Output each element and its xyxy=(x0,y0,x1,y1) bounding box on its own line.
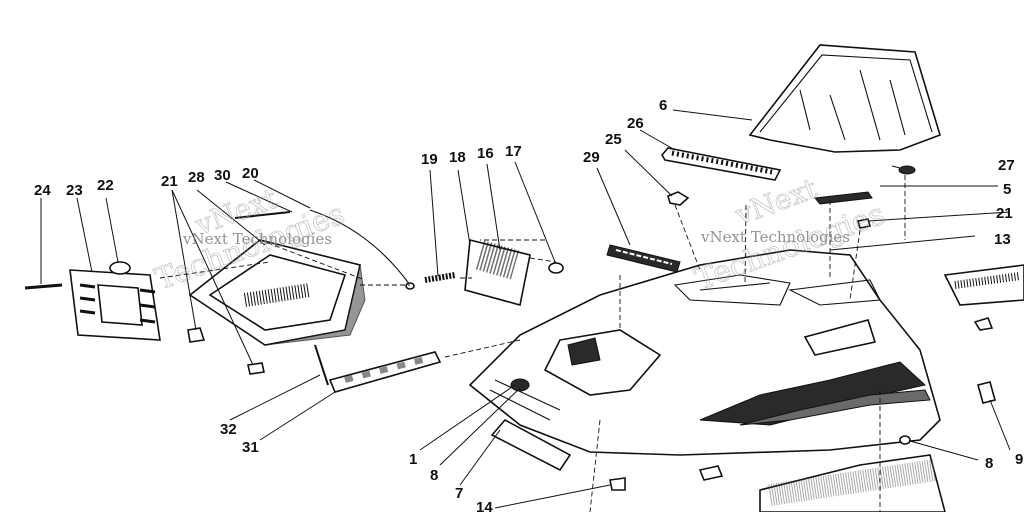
bumper-pad xyxy=(698,465,724,481)
callout-27: 27 xyxy=(998,157,1015,174)
screw xyxy=(24,283,63,290)
grille-clip xyxy=(973,317,994,331)
callout-5: 5 xyxy=(1003,181,1011,198)
clip xyxy=(667,191,690,206)
callout-8-right: 8 xyxy=(985,455,993,472)
callout-32: 32 xyxy=(220,421,237,438)
watermark-text-right: vNext Technologies xyxy=(700,228,850,246)
trim-bracket xyxy=(814,191,873,205)
callout-14: 14 xyxy=(476,499,493,512)
console-tray xyxy=(188,239,366,346)
callout-16: 16 xyxy=(477,145,494,162)
control-cable xyxy=(309,209,411,286)
callout-6: 6 xyxy=(659,97,667,114)
callout-31: 31 xyxy=(242,439,259,456)
clip-14 xyxy=(609,477,626,491)
hood xyxy=(468,249,941,456)
callout-1: 1 xyxy=(409,451,417,468)
callout-22: 22 xyxy=(97,177,114,194)
windshield-nut xyxy=(898,165,916,175)
windshield xyxy=(748,44,941,153)
callout-26: 26 xyxy=(627,115,644,132)
headlight-assembly xyxy=(69,269,161,341)
grommet xyxy=(899,435,911,445)
callout-13: 13 xyxy=(994,231,1011,248)
spring xyxy=(424,272,456,283)
cable-end xyxy=(405,282,415,290)
decal xyxy=(606,244,681,273)
lens-frame xyxy=(464,238,531,306)
callout-25: 25 xyxy=(605,131,622,148)
small-clip xyxy=(856,218,872,229)
grommet-17 xyxy=(548,262,564,274)
trim-strip xyxy=(661,147,782,181)
watermark-text-left: vNext Technologies xyxy=(182,230,332,248)
clip-21b xyxy=(247,362,265,375)
mounting-tab xyxy=(490,418,572,472)
mount-bar xyxy=(328,351,442,393)
callout-20: 20 xyxy=(242,165,259,182)
callout-17: 17 xyxy=(505,143,522,160)
leader-lines xyxy=(40,109,1011,509)
clip-21a xyxy=(187,327,206,343)
callout-30: 30 xyxy=(214,167,231,184)
callout-24: 24 xyxy=(34,182,51,199)
rod xyxy=(234,211,291,219)
hinge-bracket xyxy=(977,381,996,404)
callout-23: 23 xyxy=(66,182,83,199)
callout-28: 28 xyxy=(188,169,205,186)
callouts: 24 23 22 21 28 30 20 19 18 16 17 29 25 2… xyxy=(34,97,1023,512)
callout-7: 7 xyxy=(455,485,463,502)
callout-8-left: 8 xyxy=(430,467,438,484)
assembly-lines xyxy=(159,175,906,512)
callout-29: 29 xyxy=(583,149,600,166)
callout-18: 18 xyxy=(449,149,466,166)
callout-21-left: 21 xyxy=(161,173,178,190)
callout-9: 9 xyxy=(1015,451,1023,468)
callout-21-right: 21 xyxy=(996,205,1013,222)
callout-19: 19 xyxy=(421,151,438,168)
adjuster-knob xyxy=(109,261,131,275)
lower-mesh-panel xyxy=(759,454,946,512)
pin xyxy=(314,344,329,386)
side-grille xyxy=(943,264,1024,306)
